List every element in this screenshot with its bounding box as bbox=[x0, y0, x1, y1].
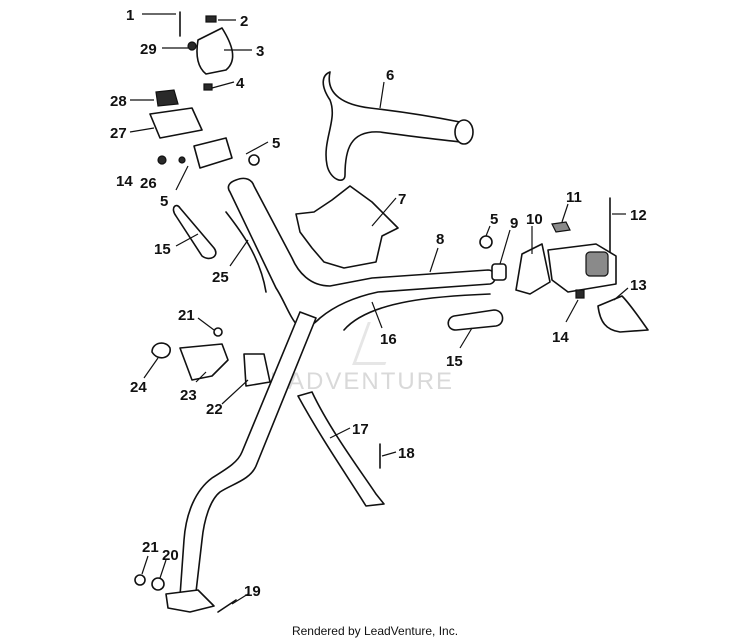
part-26-screw bbox=[178, 156, 186, 164]
part-17-stand bbox=[297, 391, 385, 507]
part-23-bracket bbox=[179, 343, 229, 381]
callout-5-right: 5 bbox=[490, 211, 498, 228]
callout-5-left-top: 5 bbox=[272, 135, 280, 152]
bottom-pivot bbox=[165, 589, 215, 613]
callout-3: 3 bbox=[256, 43, 264, 60]
part-3-bracket bbox=[196, 27, 234, 75]
part-6-shield bbox=[322, 71, 469, 181]
callout-13: 13 bbox=[630, 277, 647, 294]
part-27-housing bbox=[149, 107, 203, 139]
callout-6: 6 bbox=[386, 67, 394, 84]
callout-19: 19 bbox=[244, 583, 261, 600]
footer-credit: Rendered by LeadVenture, Inc. bbox=[291, 624, 459, 638]
part-9-spacer bbox=[491, 263, 507, 281]
callout-17: 17 bbox=[352, 421, 369, 438]
part-21-nut-lower bbox=[134, 574, 146, 586]
part-15-grip-left bbox=[172, 204, 217, 260]
callout-29: 29 bbox=[140, 41, 157, 58]
callout-15-right: 15 bbox=[446, 353, 463, 370]
callout-28: 28 bbox=[110, 93, 127, 110]
part-6-tube-end bbox=[454, 119, 474, 145]
callout-25: 25 bbox=[212, 269, 229, 286]
callout-15-left: 15 bbox=[154, 241, 171, 258]
callout-9: 9 bbox=[510, 215, 518, 232]
callout-2: 2 bbox=[240, 13, 248, 30]
part-29-washer bbox=[187, 41, 197, 51]
callout-16: 16 bbox=[380, 331, 397, 348]
callout-12: 12 bbox=[630, 207, 647, 224]
part-7-plate bbox=[295, 185, 399, 269]
callout-5-left-bottom: 5 bbox=[160, 193, 168, 210]
callout-7: 7 bbox=[398, 191, 406, 208]
part-20-washer bbox=[151, 577, 165, 591]
callout-14-right: 14 bbox=[552, 329, 569, 346]
callout-4: 4 bbox=[236, 75, 245, 92]
callout-14-left: 14 bbox=[116, 173, 133, 190]
right-switch-button bbox=[585, 251, 609, 277]
part-21-nut-upper bbox=[213, 327, 223, 337]
part-22-block bbox=[243, 353, 271, 387]
callout-8: 8 bbox=[436, 231, 444, 248]
callout-22: 22 bbox=[206, 401, 223, 418]
part-8-handlebar bbox=[227, 177, 496, 329]
callout-26: 26 bbox=[140, 175, 157, 192]
left-switch-block bbox=[193, 137, 233, 169]
callout-21-lower: 21 bbox=[142, 539, 159, 556]
part-14-nut-right bbox=[575, 289, 585, 299]
part-11-block bbox=[551, 221, 571, 233]
part-19-bolt bbox=[217, 599, 237, 613]
part-16-cable bbox=[343, 293, 491, 331]
part-14-nut-left bbox=[157, 155, 167, 165]
callout-23: 23 bbox=[180, 387, 197, 404]
part-25-cable bbox=[225, 211, 267, 293]
part-5-bushing-left bbox=[248, 154, 260, 166]
part-4-clip bbox=[203, 83, 213, 91]
callout-27: 27 bbox=[110, 125, 127, 142]
callout-24: 24 bbox=[130, 379, 147, 396]
callout-10: 10 bbox=[526, 211, 543, 228]
callout-21-upper: 21 bbox=[178, 307, 195, 324]
part-10-plate bbox=[515, 243, 551, 295]
part-5-bushing-right bbox=[479, 235, 493, 249]
part-28-cap bbox=[155, 89, 179, 107]
part-13-lever bbox=[597, 295, 649, 333]
part-15-grip-right bbox=[447, 309, 504, 331]
callout-20: 20 bbox=[162, 547, 179, 564]
part-24-clamp bbox=[151, 342, 171, 359]
callout-11: 11 bbox=[566, 189, 582, 206]
part-2-nut bbox=[205, 15, 217, 23]
callout-18: 18 bbox=[398, 445, 415, 462]
callout-1: 1 bbox=[126, 7, 134, 24]
